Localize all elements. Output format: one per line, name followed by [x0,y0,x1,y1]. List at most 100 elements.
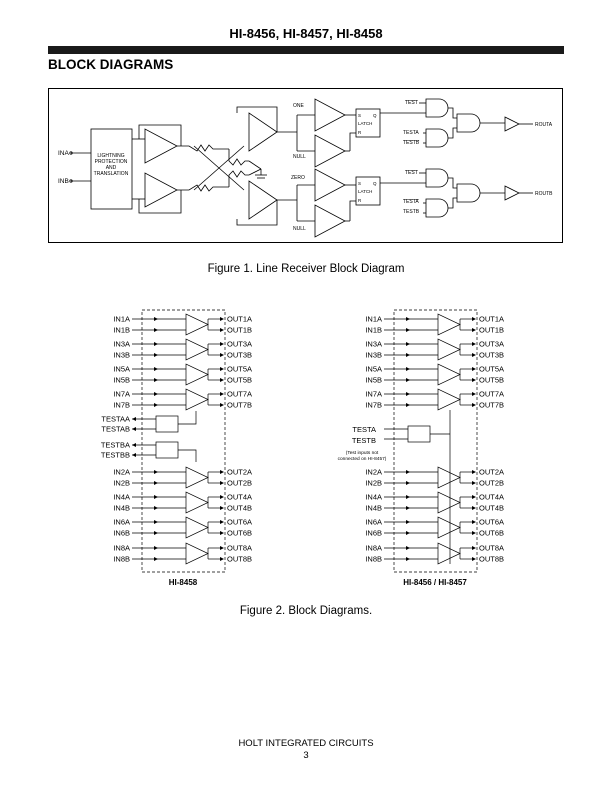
test-pin-label: TESTB [352,436,376,445]
pin-label-out: OUT8A [227,544,252,553]
arrow-head [406,470,410,474]
pin-label-out: OUT3A [479,340,504,349]
pin-label-out: OUT6A [479,518,504,527]
arrow-head [154,470,158,474]
arrow-head [472,557,476,561]
arrow-head [154,520,158,524]
output-routa: ROUTA [535,122,553,128]
chip-outline-hi8456 [393,309,478,573]
arrow-head [472,392,476,396]
latch-a [355,108,381,138]
pin-label-in: IN3B [365,351,382,360]
pin-label-out: OUT7B [227,401,252,410]
buffer-a [504,116,520,132]
diff-amp-a [144,128,178,164]
arrow-head [406,392,410,396]
arrow-head [406,481,410,485]
arrow-head [406,520,410,524]
pin-label-in: IN5B [365,376,382,385]
diff-amp-b [144,172,178,208]
pin-label-out: OUT3A [227,340,252,349]
receiver-triangle [185,313,209,336]
pin-label-in: IN8A [113,544,130,553]
test-pin-label: TESTAB [101,425,130,434]
test-logic-block [155,415,179,433]
pin-label-in: IN7A [365,390,382,399]
arrow-head [472,378,476,382]
arrow-head [220,378,224,382]
pin-label-out: OUT5B [227,376,252,385]
latch-b-q: Q [373,181,377,186]
pin-label-out: OUT5B [479,376,504,385]
pin-label-out: OUT7B [479,401,504,410]
arrow-head [220,495,224,499]
pin-label-out: OUT1A [479,315,504,324]
test-note: (Test inputs not [346,450,379,456]
input-label-ina: INA [58,150,70,157]
pin-label-in: IN5B [113,376,130,385]
arrow-head [220,546,224,550]
receiver-triangle [185,466,209,489]
input-label-inb: INB [58,178,69,185]
arrow-head [220,506,224,510]
pin-label-in: IN2B [113,479,130,488]
protection-line-2: PROTECTION [95,159,128,165]
figure1-frame: INA INB LIGHTNING PROTECTION AND TRANSLA… [48,88,563,243]
protection-block [90,128,133,210]
and-gate-b3 [456,183,481,203]
block-diagrams-figure2: IN1A IN1B OUT1A OUT1B IN3A IN3B OUT3A OUT3B IN5A… [101,309,504,587]
comparator-lower [248,180,278,220]
test-pin-label: TESTBA [101,441,130,450]
and-gate-b1 [425,168,449,188]
arrow-head [472,403,476,407]
receiver-triangle [437,363,461,386]
pin-label-in: IN1A [365,315,382,324]
pin-label-in: IN8A [365,544,382,553]
pin-label-in: IN4B [365,504,382,513]
arrow-head [154,367,158,371]
pin-label-in: IN4B [113,504,130,513]
comparator-zero [314,168,346,202]
pin-label-out: OUT4B [479,504,504,513]
arrow-head [154,481,158,485]
arrow-head [406,328,410,332]
arrow-head [472,367,476,371]
arrow-head [472,506,476,510]
arrow-head [220,557,224,561]
pin-label-in: IN2A [113,468,130,477]
gate-a-testb: TESTB [403,140,420,146]
arrow-head [154,342,158,346]
pin-label-out: OUT8B [227,555,252,564]
pin-label-in: IN2B [365,479,382,488]
pin-label-in: IN7B [113,401,130,410]
arrow-head [406,546,410,550]
arrow-head [472,520,476,524]
arrow-head [154,353,158,357]
receiver-triangle [437,313,461,336]
arrow-head [406,367,410,371]
pin-label-in: IN8B [113,555,130,564]
gate-b-test: TEST [405,170,418,176]
arrow-head [406,531,410,535]
pin-label-in: IN6B [365,529,382,538]
receiver-triangle [437,338,461,361]
arrow-head [406,495,410,499]
latch-a-s: S [358,113,361,118]
arrow-head [472,342,476,346]
protection-line-1: LIGHTNING [97,153,124,159]
pin-label-in: IN1B [365,326,382,335]
pin-label-in: IN5A [113,365,130,374]
comparator-null-b [314,204,346,238]
pin-label-out: OUT3B [227,351,252,360]
page-header-title: HI-8456, HI-8457, HI-8458 [229,26,383,41]
latch-b-label: LATCH [358,189,372,194]
pin-label-in: IN3A [365,340,382,349]
chip-outline-hi8458 [141,309,226,573]
receiver-triangle [185,363,209,386]
pin-label-out: OUT6A [227,518,252,527]
pin-label-out: OUT2B [479,479,504,488]
arrow-head [472,328,476,332]
arrow-head [220,392,224,396]
pin-label-out: OUT1B [479,326,504,335]
receiver-triangle [185,491,209,514]
